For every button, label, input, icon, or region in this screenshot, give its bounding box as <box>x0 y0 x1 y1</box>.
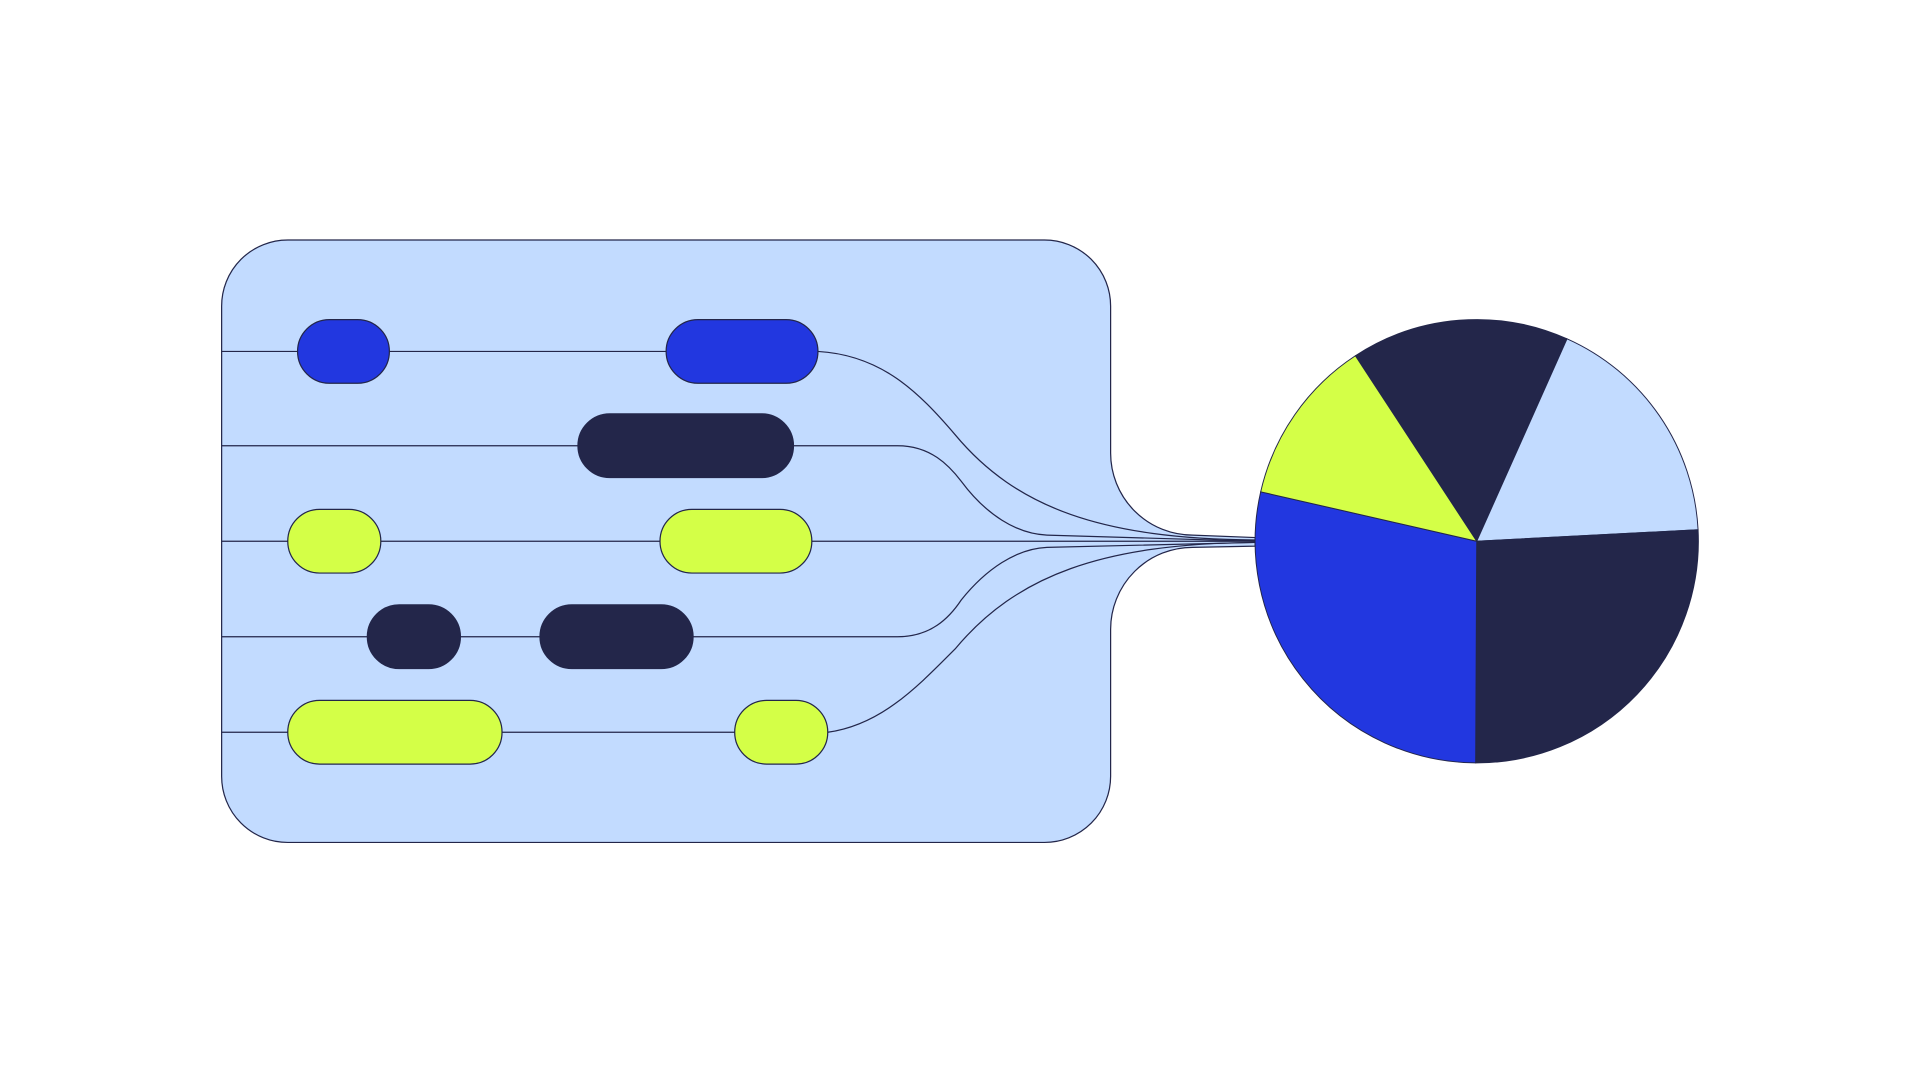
pill-row5-1 <box>287 699 503 765</box>
pie-slice-5 <box>1260 355 1478 542</box>
flow-line-2 <box>221 445 1256 542</box>
pill-row2-1 <box>577 413 795 479</box>
pie-slice-2 <box>1475 338 1699 542</box>
pill-row3-2 <box>659 508 813 574</box>
pill-row4-2 <box>539 604 694 670</box>
pie-slice-4 <box>1254 491 1478 764</box>
pill-row3-1 <box>287 508 382 574</box>
data-pills <box>287 318 829 765</box>
pie-chart <box>1254 319 1699 764</box>
pie-slice-1 <box>1354 319 1568 543</box>
pie-slice-3 <box>1475 529 1699 764</box>
pill-row5-2 <box>734 699 829 765</box>
pill-row1-2 <box>665 318 819 384</box>
pill-row4-1 <box>366 604 462 670</box>
flow-line-5 <box>221 541 1256 733</box>
flow-line-1 <box>221 350 1256 541</box>
flow-line-4 <box>221 541 1256 638</box>
pill-row1-1 <box>296 318 390 384</box>
